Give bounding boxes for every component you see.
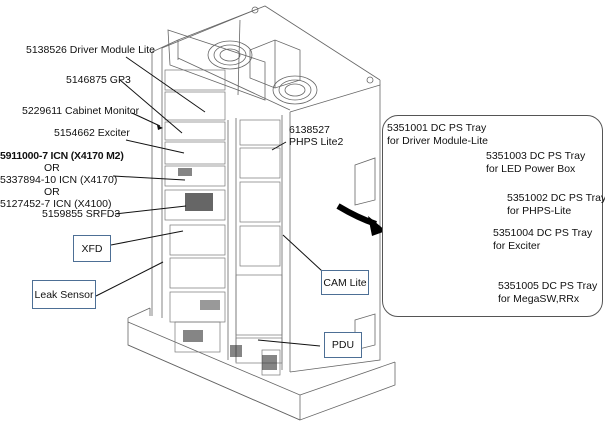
right-bay-dark-parts xyxy=(230,345,277,370)
callout-phps-part: 6138527 xyxy=(289,124,330,136)
callout-cabinet-monitor: 5229611 Cabinet Monitor xyxy=(22,105,140,117)
icn-option-1: 5911000-7 ICN (X4170 M2) xyxy=(0,150,124,162)
callout-leaders xyxy=(95,56,506,347)
icn-option-2: 5337894-10 ICN (X4170) xyxy=(0,174,118,186)
icn-option-3: 5127452-7 ICN (X4100) xyxy=(0,198,112,210)
tray-5351001-desc: for Driver Module-Lite xyxy=(387,135,488,147)
tray-5351003-desc: for LED Power Box xyxy=(486,163,576,175)
detail-pointer-arrow xyxy=(336,203,386,236)
tray-5351002-desc: for PHPS-Lite xyxy=(507,205,572,217)
label-pdu: PDU xyxy=(324,332,362,358)
icn-or-2: OR xyxy=(44,186,60,198)
tray-5351005-desc: for MegaSW,RRx xyxy=(498,293,580,305)
label-xfd: XFD xyxy=(73,235,111,262)
dc-ps-tray-detail-panel xyxy=(382,115,603,317)
tray-5351002-part: 5351002 DC PS Tray xyxy=(507,192,605,204)
left-bay-modules xyxy=(164,69,226,353)
tray-5351001-part: 5351001 DC PS Tray xyxy=(387,122,487,134)
tray-5351004-desc: for Exciter xyxy=(493,240,541,252)
tray-5351003-part: 5351003 DC PS Tray xyxy=(486,150,586,162)
label-leak-sensor: Leak Sensor xyxy=(32,280,96,309)
callout-gp3: 5146875 GP3 xyxy=(66,74,131,86)
right-bay-modules xyxy=(235,119,283,376)
tray-5351005-part: 5351005 DC PS Tray xyxy=(498,280,598,292)
icn-or-1: OR xyxy=(44,162,60,174)
callout-srfd3: 5159855 SRFD3 xyxy=(42,208,121,220)
callout-icn-options: 5911000-7 ICN (X4170 M2) OR 5337894-10 I… xyxy=(0,150,124,210)
label-cam-lite: CAM Lite xyxy=(321,270,369,295)
callout-phps-name: PHPS Lite2 xyxy=(289,136,344,148)
left-bay-dark-parts xyxy=(178,168,220,342)
callout-exciter: 5154662 Exciter xyxy=(54,127,130,139)
callout-driver-module-lite: 5138526 Driver Module Lite xyxy=(26,44,155,56)
tray-5351004-part: 5351004 DC PS Tray xyxy=(493,227,593,239)
